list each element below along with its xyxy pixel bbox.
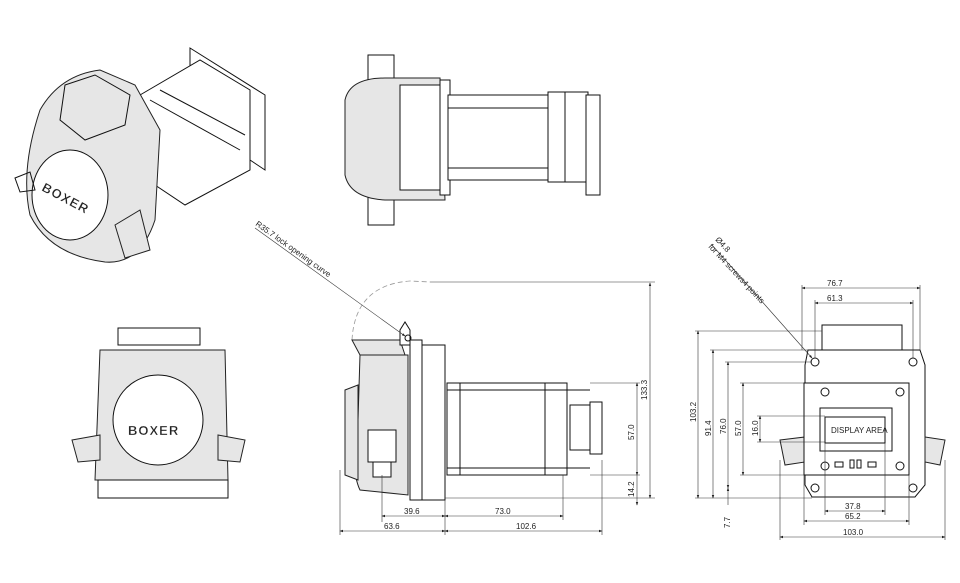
dim-61-3: 61.3: [827, 294, 843, 303]
dim-103-0: 103.0: [843, 528, 864, 537]
dim-76-7: 76.7: [827, 279, 843, 288]
display-area-label: DISPLAY AREA: [831, 426, 888, 435]
dim-14-2: 14.2: [627, 481, 636, 497]
dim-37-8: 37.8: [845, 502, 861, 511]
front-logo: BOXER: [128, 423, 179, 438]
hole-callout-note: for M4 screws4 points: [707, 242, 767, 305]
dim-57-0: 57.0: [627, 424, 636, 440]
top-view: [344, 54, 601, 226]
dim-91-4: 91.4: [704, 420, 713, 436]
isometric-view: BOXER: [14, 47, 266, 263]
lock-curve-callout: R35.7 lock opening curve: [254, 219, 333, 279]
dim-65-2: 65.2: [845, 512, 861, 521]
dim-133-3: 133.3: [640, 379, 649, 400]
dim-57-0-end: 57.0: [734, 420, 743, 436]
dim-63-6: 63.6: [384, 522, 400, 531]
dim-76-0: 76.0: [719, 418, 728, 434]
side-view: R35.7 lock opening curve 133.3 57.0 14.2…: [254, 219, 655, 535]
dim-7-7: 7.7: [723, 516, 732, 528]
dim-39-6: 39.6: [404, 507, 420, 516]
dim-102-6: 102.6: [516, 522, 537, 531]
dim-73-0: 73.0: [495, 507, 511, 516]
dim-103-2: 103.2: [689, 401, 698, 422]
front-view: BOXER: [71, 327, 246, 499]
end-view: DISPLAY AREA Ø4.8 for M4 screws4 points …: [689, 235, 946, 540]
dim-16-0: 16.0: [751, 420, 760, 436]
